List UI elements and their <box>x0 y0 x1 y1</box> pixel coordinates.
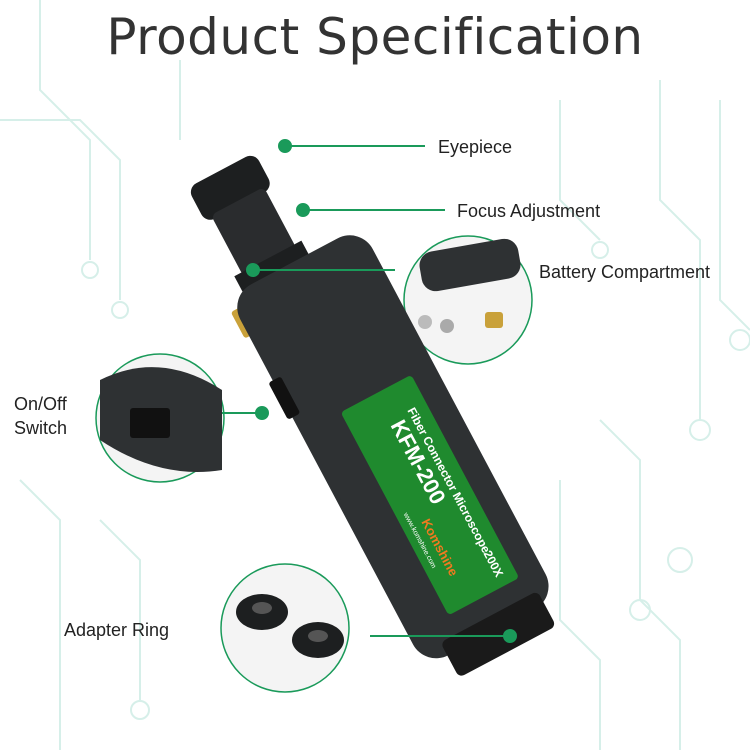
callout-switch-line1: On/Off <box>14 394 67 414</box>
callout-switch-line2: Switch <box>14 418 68 438</box>
battery-detail-circle <box>403 235 533 365</box>
product-label <box>342 376 518 614</box>
callout-eyepiece: Eyepiece <box>438 137 513 157</box>
battery-dot <box>246 263 260 277</box>
adapter-dot <box>503 629 517 643</box>
page-title: Product Specification <box>106 8 644 66</box>
adapter-detail-circle <box>220 563 350 693</box>
switch-detail-circle <box>95 353 225 483</box>
callout-focus-adjustment: Focus Adjustment <box>457 201 601 221</box>
callout-adapter-ring: Adapter Ring <box>64 620 170 640</box>
callout-battery-compartment: Battery Compartment <box>539 262 711 282</box>
callout-on-off-switch: On/Off Switch <box>14 392 67 440</box>
focus-dot <box>296 203 310 217</box>
eyepiece-dot <box>278 139 292 153</box>
microscope-device <box>190 155 555 676</box>
switch-dot <box>255 406 269 420</box>
